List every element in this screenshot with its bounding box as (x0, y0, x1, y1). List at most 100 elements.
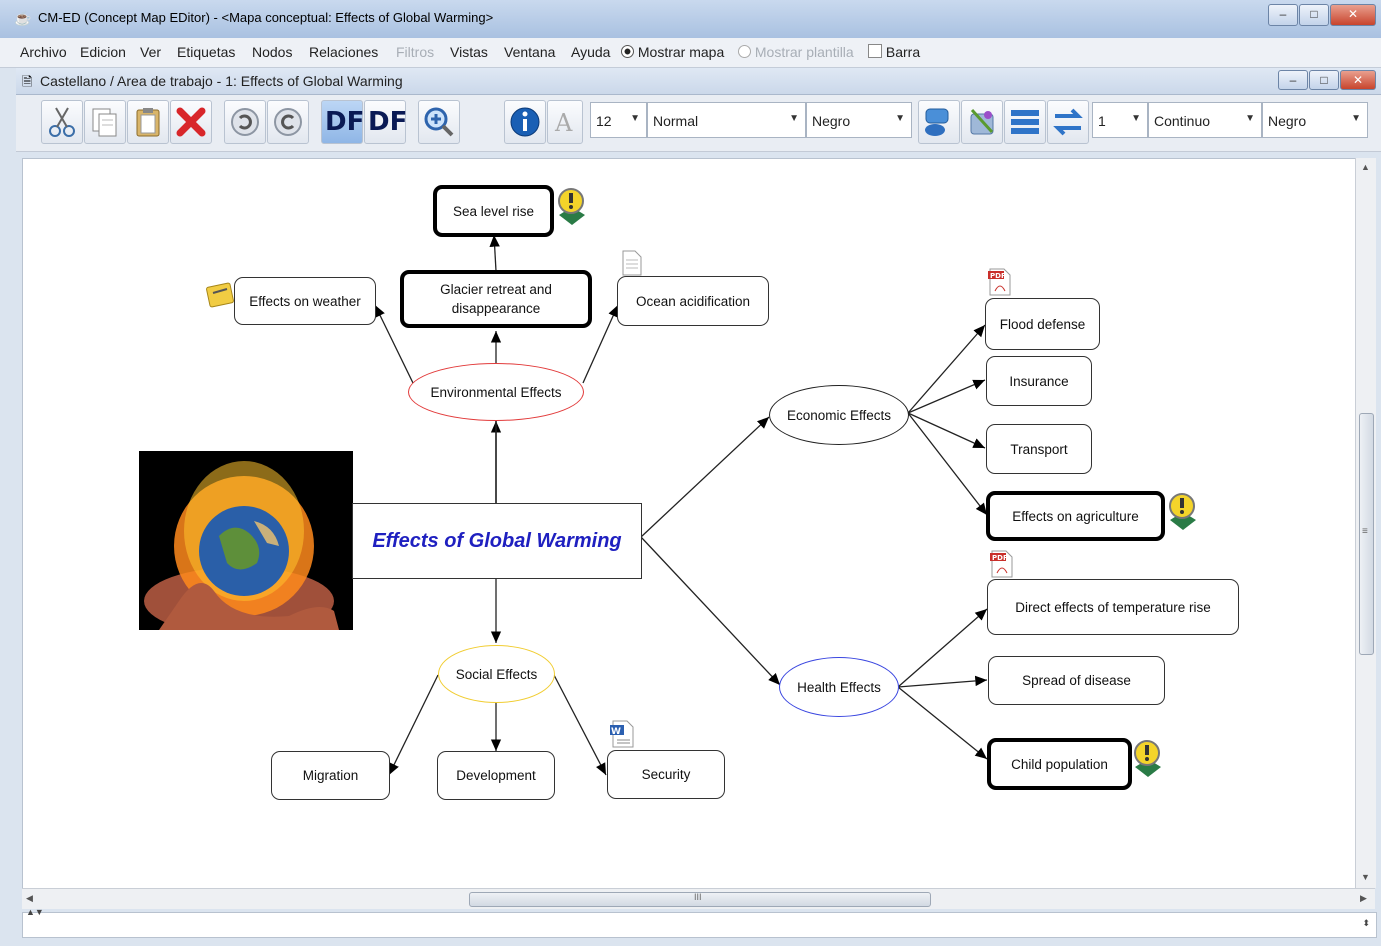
bar-checkbox[interactable]: Barra (868, 44, 920, 60)
split-toggle-icon[interactable]: ▲▼ (26, 907, 44, 917)
chevron-down-icon: ▼ (895, 113, 905, 124)
swap-icon (1053, 108, 1083, 136)
transport-node[interactable]: Transport (986, 424, 1092, 474)
lightbulb-resource-icon[interactable] (555, 187, 589, 227)
pdf-resource-icon[interactable]: PDF (986, 267, 1014, 297)
minimize-button[interactable]: – (1268, 4, 1298, 26)
menu-ventana[interactable]: Ventana (504, 44, 556, 60)
radio-unselected-icon (738, 45, 751, 58)
lightbulb-resource-icon[interactable] (1166, 492, 1200, 532)
document-resource-icon[interactable] (621, 250, 643, 276)
bar-label: Barra (885, 44, 921, 60)
undo-icon (231, 108, 259, 136)
zoom-button[interactable] (418, 100, 460, 144)
chevron-down-icon: ▼ (630, 113, 640, 124)
font-style-select[interactable]: Normal ▼ (647, 102, 806, 138)
map-canvas[interactable]: Effects of Global Warming Environmental … (22, 158, 1357, 890)
df-outline-button[interactable]: DF (364, 100, 408, 144)
scroll-grip-icon: III (694, 892, 702, 902)
cut-button[interactable] (41, 100, 83, 144)
flood-defense-node[interactable]: Flood defense (985, 298, 1100, 350)
burning-earth-icon (144, 461, 339, 630)
health-effects-node[interactable]: Health Effects (779, 657, 899, 717)
close-button[interactable]: ✕ (1330, 4, 1376, 26)
redo-button[interactable] (267, 100, 309, 144)
line-width-select[interactable]: 1 ▼ (1092, 102, 1148, 138)
window-title: CM-ED (Concept Map EDitor) - <Mapa conce… (38, 10, 494, 25)
show-map-label: Mostrar mapa (637, 44, 725, 60)
undo-button[interactable] (224, 100, 266, 144)
df-button[interactable]: DF (321, 100, 365, 144)
df-outline-icon: DF (368, 107, 408, 137)
glacier-retreat-node[interactable]: Glacier retreat and disappearance (400, 270, 592, 328)
maximize-button[interactable]: □ (1299, 4, 1329, 26)
spread-of-disease-node[interactable]: Spread of disease (988, 656, 1165, 705)
align-button[interactable] (1004, 100, 1046, 144)
info-button[interactable] (504, 100, 546, 144)
vertical-scroll-thumb[interactable]: ≡ (1359, 413, 1374, 655)
social-effects-node[interactable]: Social Effects (438, 645, 555, 703)
global-warming-image (139, 451, 353, 630)
paste-icon (136, 108, 160, 137)
inner-minimize-button[interactable]: – (1278, 70, 1308, 90)
line-color-value: Negro (1268, 113, 1307, 129)
node-style-button[interactable] (961, 100, 1003, 144)
line-style-select[interactable]: Continuo ▼ (1148, 102, 1262, 138)
menu-edicion[interactable]: Edicion (80, 44, 126, 60)
center-node[interactable]: Effects of Global Warming (352, 503, 642, 579)
security-node[interactable]: Security (607, 750, 725, 799)
swap-button[interactable] (1047, 100, 1089, 144)
paste-button[interactable] (127, 100, 169, 144)
menu-relaciones[interactable]: Relaciones (309, 44, 379, 60)
menu-ayuda[interactable]: Ayuda (571, 44, 611, 60)
effects-on-weather-node[interactable]: Effects on weather (234, 277, 376, 325)
show-template-radio[interactable]: Mostrar plantilla (738, 44, 854, 60)
word-document-resource-icon[interactable]: W (608, 719, 638, 749)
migration-node[interactable]: Migration (271, 751, 390, 800)
scroll-down-icon[interactable]: ▼ (1361, 872, 1370, 882)
line-color-select[interactable]: Negro ▼ (1262, 102, 1368, 138)
font-button[interactable]: A (547, 100, 583, 144)
chevron-down-icon: ▼ (1351, 113, 1361, 124)
scroll-up-icon[interactable]: ▲ (1361, 162, 1370, 172)
copy-icon (92, 108, 117, 137)
scroll-left-icon[interactable]: ◀ (26, 893, 33, 903)
node-shape-button[interactable] (918, 100, 960, 144)
direct-effects-temperature-node[interactable]: Direct effects of temperature rise (987, 579, 1239, 635)
copy-button[interactable] (84, 100, 126, 144)
font-icon: A (555, 109, 573, 137)
sea-level-rise-node[interactable]: Sea level rise (433, 185, 554, 237)
economic-effects-node[interactable]: Economic Effects (769, 385, 909, 445)
font-color-select[interactable]: Negro ▼ (806, 102, 912, 138)
df-icon: DF (325, 107, 365, 137)
lightbulb-resource-icon[interactable] (1131, 739, 1165, 779)
child-population-node[interactable]: Child population (987, 738, 1132, 790)
horizontal-scrollbar[interactable]: ◀ III ▶ (22, 888, 1375, 909)
menu-ver[interactable]: Ver (140, 44, 162, 60)
pdf-resource-icon[interactable]: PDF (988, 549, 1016, 579)
effects-on-agriculture-node[interactable]: Effects on agriculture (986, 491, 1165, 541)
insurance-node[interactable]: Insurance (986, 356, 1092, 406)
zoom-icon (424, 107, 454, 137)
font-size-select[interactable]: 12 ▼ (590, 102, 647, 138)
menu-archivo[interactable]: Archivo (20, 44, 67, 60)
menu-filtros[interactable]: Filtros (396, 44, 435, 60)
menu-nodos[interactable]: Nodos (252, 44, 293, 60)
environmental-effects-node[interactable]: Environmental Effects (408, 363, 584, 421)
inner-close-button[interactable]: ✕ (1340, 70, 1376, 90)
pdf-label: PDF (992, 554, 1008, 562)
horizontal-scroll-thumb[interactable]: III (469, 892, 931, 907)
scroll-right-icon[interactable]: ▶ (1360, 893, 1367, 903)
ocean-acidification-node[interactable]: Ocean acidification (617, 276, 769, 326)
line-style-value: Continuo (1154, 113, 1211, 129)
spinner-icon[interactable]: ⬍ (1362, 918, 1370, 928)
cut-icon (49, 107, 75, 137)
delete-button[interactable] (170, 100, 212, 144)
menu-vistas[interactable]: Vistas (450, 44, 488, 60)
inner-restore-button[interactable]: □ (1309, 70, 1339, 90)
development-node[interactable]: Development (437, 751, 555, 800)
show-map-radio[interactable]: Mostrar mapa (621, 44, 724, 60)
vertical-scrollbar[interactable]: ▲ ≡ ▼ (1355, 158, 1376, 888)
note-resource-icon[interactable] (205, 279, 237, 309)
menu-etiquetas[interactable]: Etiquetas (177, 44, 236, 60)
